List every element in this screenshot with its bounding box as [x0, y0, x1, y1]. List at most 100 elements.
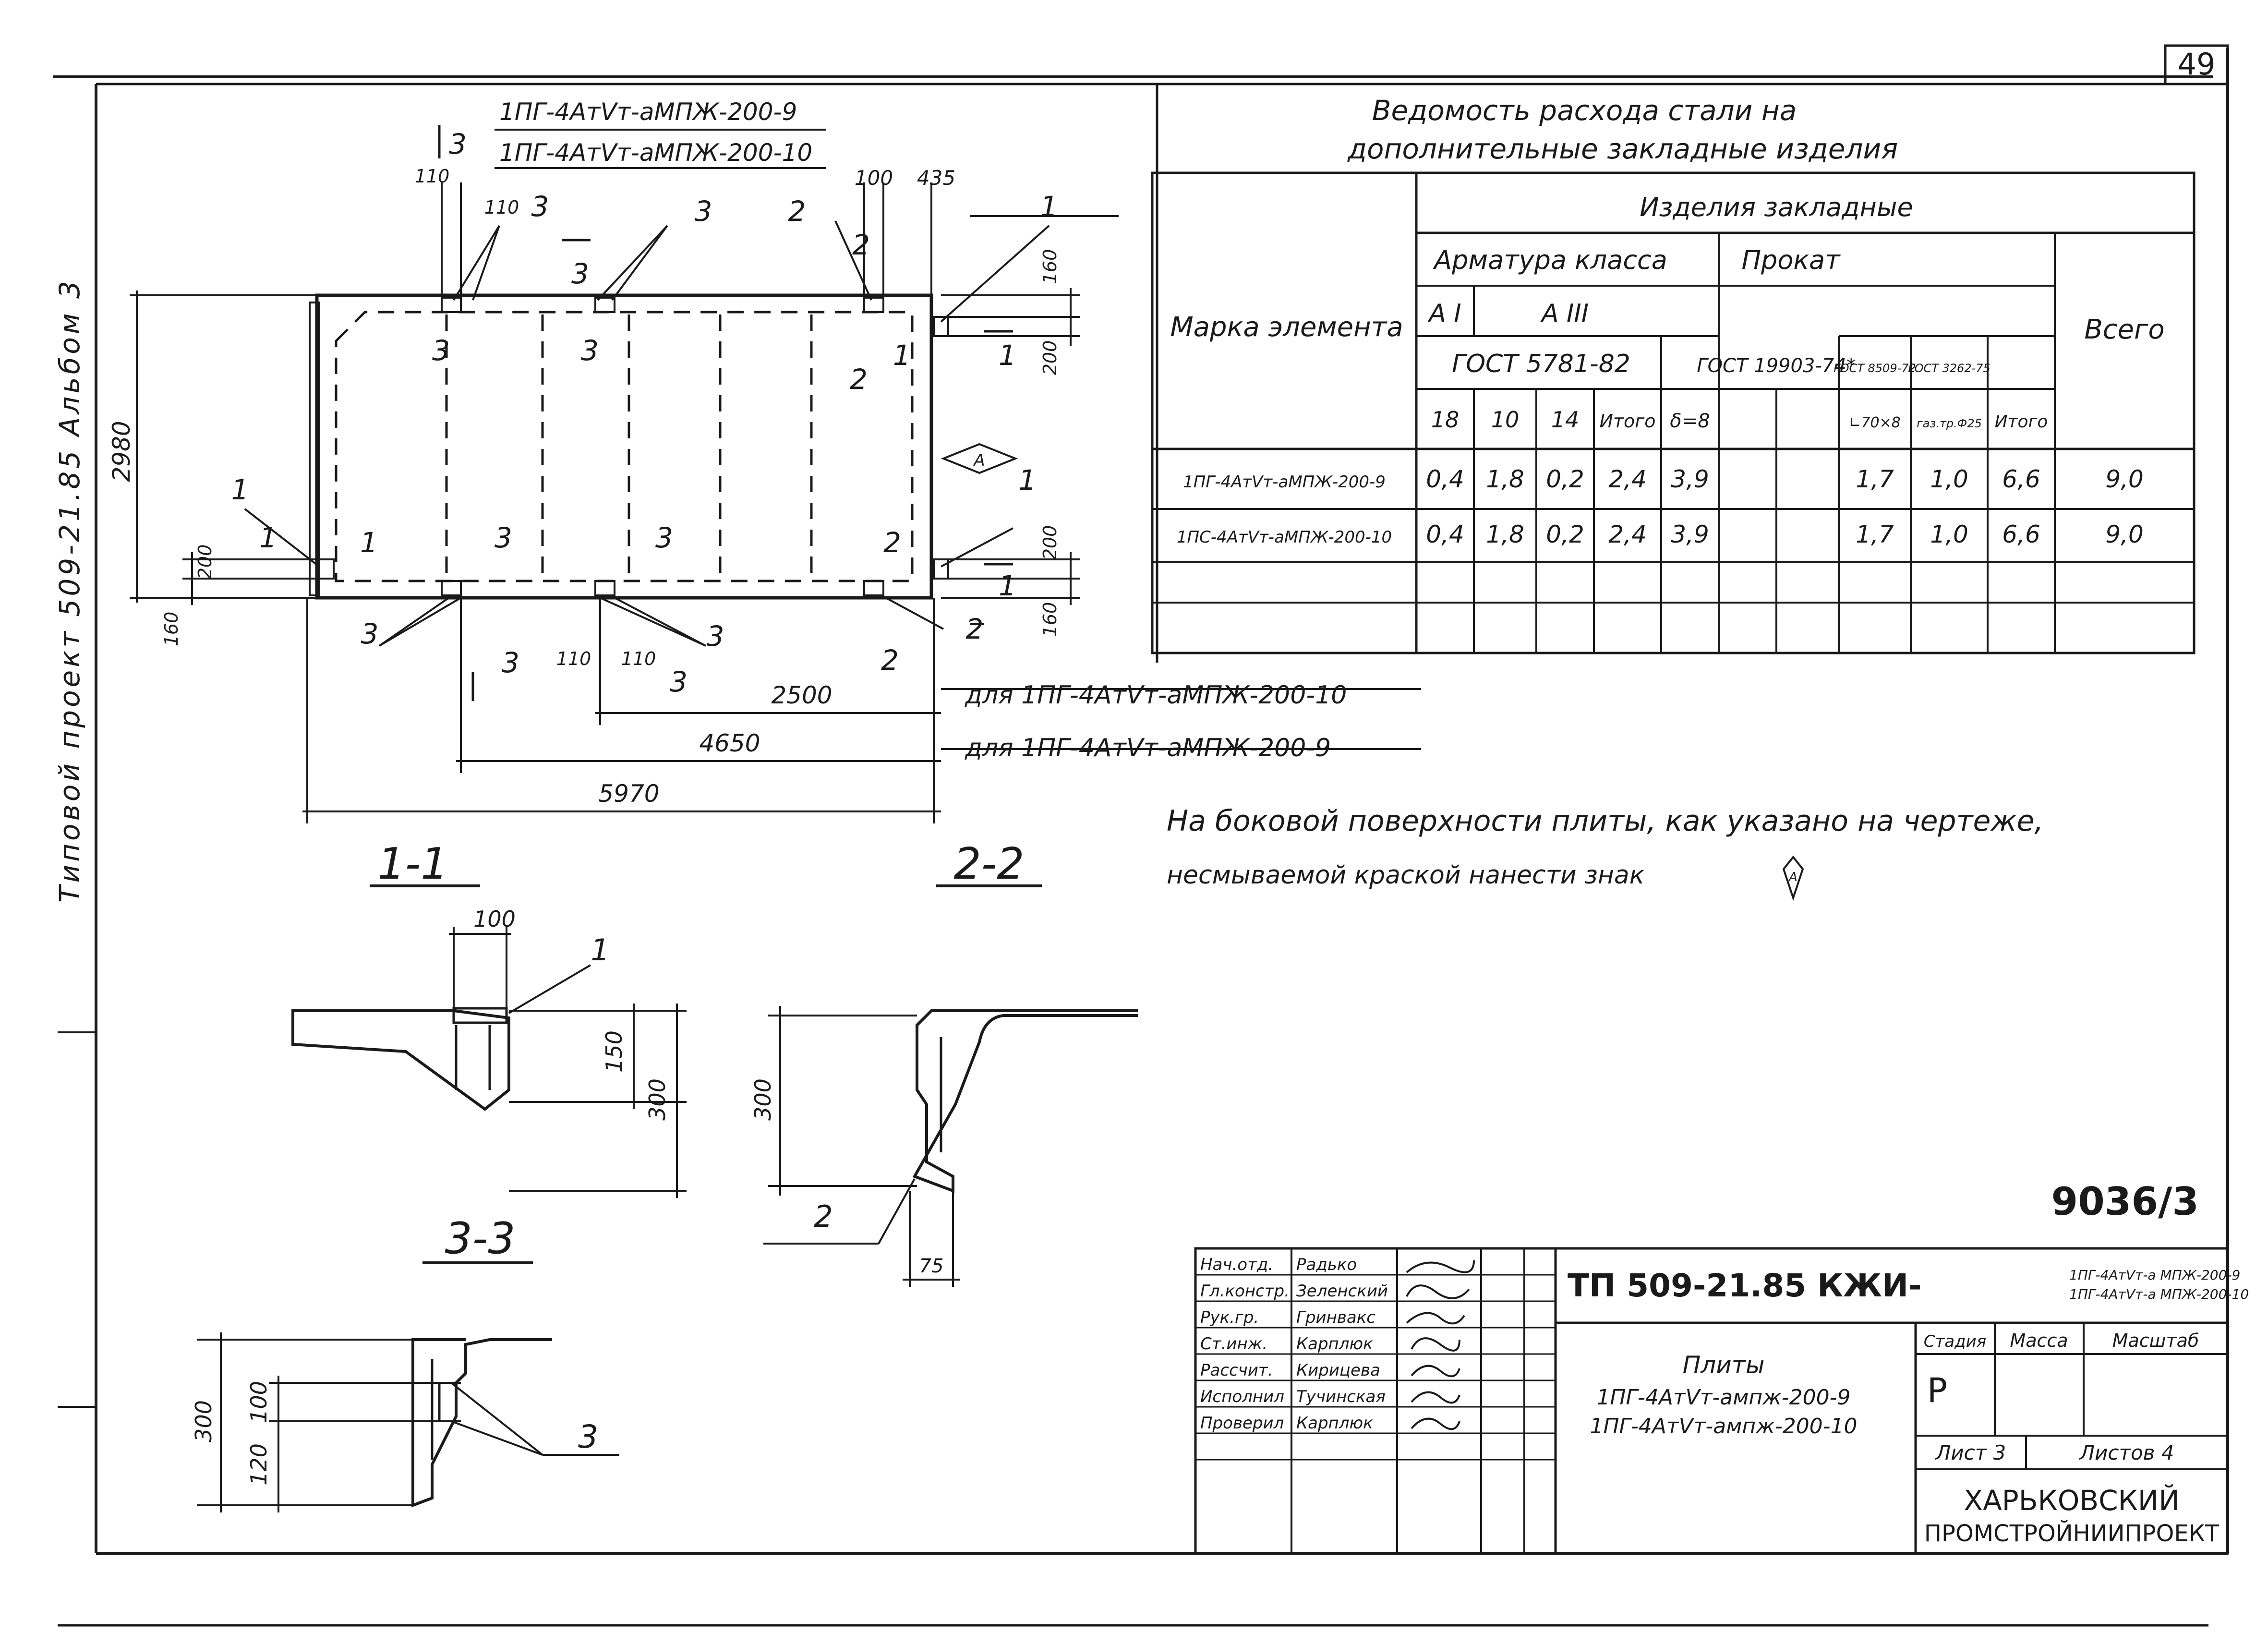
svg-text:Листов 4: Листов 4 [2079, 1441, 2174, 1464]
svg-text:18: 18 [1431, 407, 1460, 433]
svg-text:1,8: 1,8 [1486, 465, 1524, 493]
svg-text:Проверил: Проверил [1200, 1414, 1284, 1433]
dim-2980: 2980 [108, 421, 135, 482]
embedded-items [318, 297, 949, 596]
signature-marks [1406, 1260, 1475, 1430]
slab-outline [315, 293, 933, 600]
steel-table: Ведомость расхода стали на дополнительны… [1151, 94, 2196, 654]
svg-text:1: 1 [259, 521, 277, 554]
svg-text:1,0: 1,0 [1930, 465, 1968, 493]
svg-text:Лист 3: Лист 3 [1935, 1441, 2006, 1464]
section-3-3-title: 3-3 [445, 1213, 516, 1264]
org-name-2: ПРОМСТРОЙНИИПРОЕКТ [1924, 1520, 2220, 1547]
sign-rhombus [941, 443, 1018, 474]
svg-text:3,9: 3,9 [1671, 520, 1709, 548]
svg-text:Зеленский: Зеленский [1296, 1282, 1388, 1301]
svg-text:2: 2 [852, 229, 870, 261]
dim-435: 435 [917, 166, 955, 190]
svg-text:Рассчит.: Рассчит. [1200, 1361, 1273, 1380]
svg-text:300: 300 [750, 1078, 776, 1121]
svg-text:10: 10 [1491, 407, 1520, 433]
svg-text:3: 3 [670, 665, 688, 698]
svg-text:3: 3 [707, 620, 724, 653]
svg-text:0,4: 0,4 [1426, 520, 1464, 548]
svg-text:Стадия: Стадия [1924, 1332, 1986, 1351]
svg-text:1,8: 1,8 [1486, 520, 1524, 548]
svg-text:Радько: Радько [1296, 1255, 1357, 1274]
svg-text:Нач.отд.: Нач.отд. [1200, 1255, 1273, 1274]
svg-text:1,7: 1,7 [1856, 465, 1894, 493]
section-markers: 3 3 2 1 1 2 3 3 3 3 2 1 1 1 2 3 3 [259, 125, 1016, 701]
svg-text:3: 3 [578, 1418, 598, 1455]
svg-text:3: 3 [502, 646, 519, 679]
svg-text:3: 3 [571, 257, 589, 290]
note-for-10: для 1ПГ-4АтVт-аМПЖ-200-10 [965, 681, 1347, 710]
doc-title: Плиты [1683, 1351, 1765, 1379]
dim-5970: 5970 [598, 780, 659, 808]
svg-text:ГОСТ 8509-72: ГОСТ 8509-72 [1834, 362, 1916, 375]
svg-text:3: 3 [495, 521, 512, 554]
doc-mark-1: 1ПГ-4АтVт-ампж-200-9 [1596, 1385, 1850, 1410]
svg-text:Кирицева: Кирицева [1296, 1361, 1380, 1380]
plan-view: 1ПГ-4АтVт-аМПЖ-200-9 1ПГ-4АтVт-аМПЖ-200-… [108, 98, 1421, 823]
svg-text:2: 2 [814, 1199, 832, 1234]
svg-text:3: 3 [361, 617, 379, 650]
svg-text:Масса: Масса [2010, 1330, 2068, 1351]
svg-text:Ст.инж.: Ст.инж. [1200, 1334, 1267, 1354]
dim-110-c: 110 [556, 648, 591, 669]
svg-text:2: 2 [966, 613, 984, 645]
dim-160-tr: 160 [1039, 249, 1061, 284]
section-1-1: 1-1 100 1 150 300 [291, 839, 687, 1198]
stamp-code-mark-1: 1ПГ-4АтVт-а МПЖ-200-9 [2069, 1267, 2240, 1283]
dim-100: 100 [855, 166, 893, 190]
svg-text:3: 3 [432, 334, 450, 367]
position-callouts: 3 3 2 1 1 1 3 3 2 [231, 190, 1058, 653]
svg-text:1: 1 [999, 339, 1016, 372]
svg-text:150: 150 [601, 1030, 627, 1073]
svg-text:Карплюк: Карплюк [1296, 1334, 1373, 1354]
svg-text:3: 3 [695, 195, 712, 228]
svg-text:6,6: 6,6 [2002, 465, 2040, 493]
svg-text:А: А [1788, 870, 1798, 884]
svg-text:1: 1 [1019, 464, 1037, 496]
dim-110-d: 110 [621, 648, 656, 669]
svg-text:газ.тр.Ф25: газ.тр.Ф25 [1917, 417, 1982, 430]
svg-text:Гл.констр.: Гл.констр. [1200, 1282, 1290, 1301]
plan-dimensions [130, 182, 1421, 823]
note-sign-icon: А [1782, 855, 1804, 901]
dim-110-a: 110 [415, 166, 450, 187]
svg-text:Рук.гр.: Рук.гр. [1200, 1308, 1259, 1327]
svg-text:2: 2 [881, 644, 899, 677]
table-title-2: дополнительные закладные изделия [1347, 133, 1898, 165]
table-row: 1ПС-4АтVт-аМПЖ-200-10 0,4 1,8 0,2 2,4 3,… [1177, 520, 2144, 548]
svg-text:0,4: 0,4 [1426, 465, 1464, 493]
note-line-1: На боковой поверхности плиты, как указан… [1167, 804, 2043, 838]
dim-110-b: 110 [484, 197, 519, 218]
svg-text:0,2: 0,2 [1546, 520, 1584, 548]
note-for-9: для 1ПГ-4АтVт-аМПЖ-200-9 [965, 734, 1331, 762]
svg-text:1ПС-4АтVт-аМПЖ-200-10: 1ПС-4АтVт-аМПЖ-200-10 [1177, 528, 1392, 547]
side-title: Типовой проект 509-21.85 Альбом 3 [53, 278, 86, 903]
svg-text:3: 3 [581, 334, 599, 367]
svg-text:1,0: 1,0 [1930, 520, 1968, 548]
svg-text:Марка элемента: Марка элемента [1170, 312, 1403, 343]
section-1-1-title: 1-1 [378, 839, 448, 889]
svg-text:2: 2 [883, 526, 901, 559]
dim-200-tr: 200 [1039, 340, 1061, 375]
svg-text:9,0: 9,0 [2105, 520, 2144, 548]
stage-value: Р [1927, 1371, 1947, 1410]
svg-text:6,6: 6,6 [2002, 520, 2040, 548]
svg-text:Карплюк: Карплюк [1296, 1414, 1373, 1433]
svg-text:300: 300 [191, 1400, 217, 1442]
sheet-number-box: 49 [2164, 44, 2229, 85]
svg-text:3: 3 [655, 521, 673, 554]
svg-text:1: 1 [360, 526, 378, 559]
section-3-3: 3-3 300 100 120 3 [191, 1213, 619, 1512]
svg-text:δ=8: δ=8 [1670, 410, 1710, 432]
svg-text:9,0: 9,0 [2105, 465, 2144, 493]
svg-text:ГОСТ 5781-82: ГОСТ 5781-82 [1452, 350, 1630, 378]
section-2-2: 2-2 300 2 75 [750, 839, 1138, 1287]
dim-200-br: 200 [1039, 525, 1061, 560]
svg-text:0,2: 0,2 [1546, 465, 1584, 493]
